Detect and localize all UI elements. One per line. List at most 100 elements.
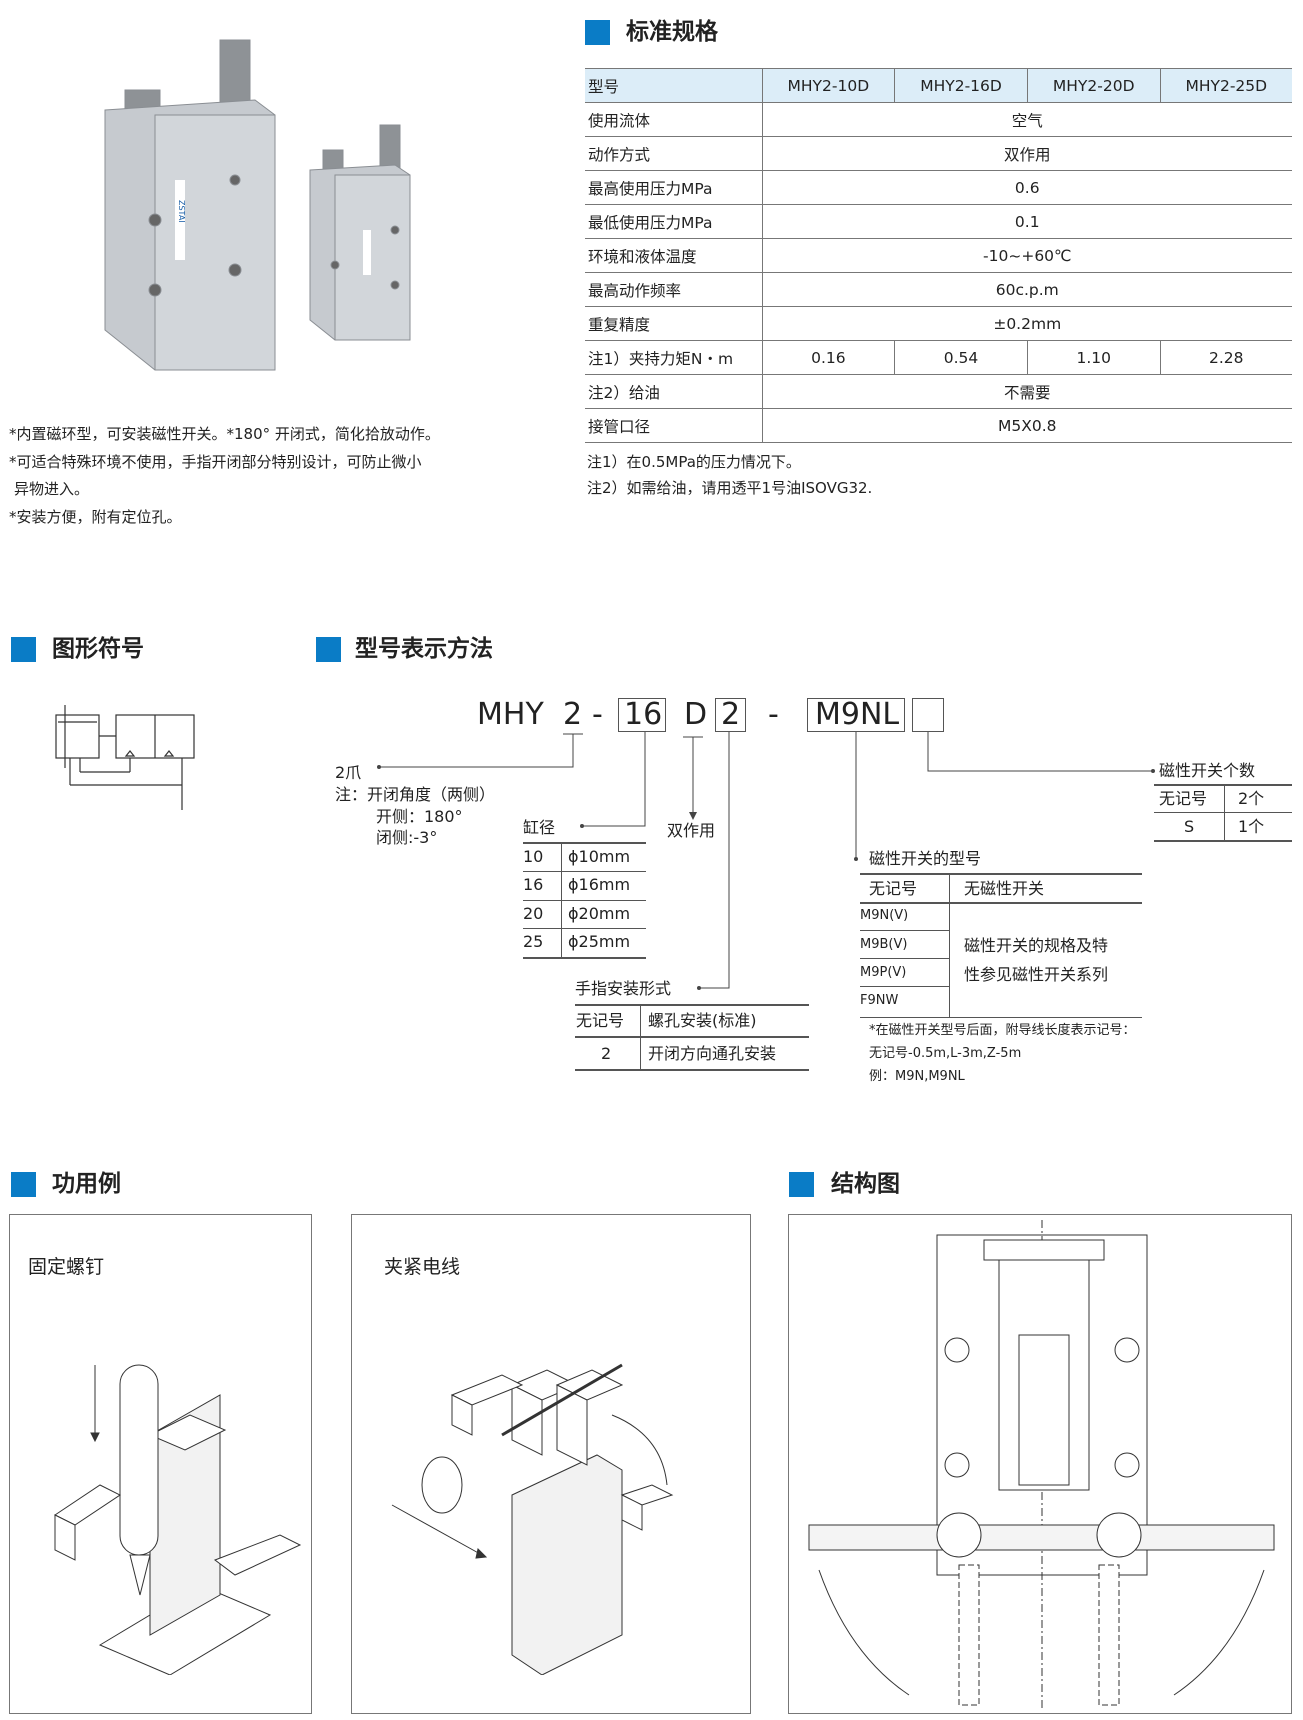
row-label: 重复精度: [585, 306, 763, 341]
row-value: 0.16: [762, 340, 896, 375]
switch-note: 无记号-0.5m,L-3m,Z-5m: [869, 1046, 1022, 1061]
usage-title: 功用例: [52, 1171, 121, 1197]
code-jaws: 2: [563, 697, 583, 732]
row-label: 注2）给油: [585, 374, 763, 409]
section-marker: [789, 1172, 814, 1197]
row-value: 双作用: [762, 136, 1292, 171]
bore-size: ϕ16mm: [568, 875, 631, 894]
row-label: 最低使用压力MPa: [585, 204, 763, 239]
count-code: 无记号: [1159, 789, 1208, 808]
code-dash: -: [592, 697, 603, 732]
code-switch: M9NL: [815, 697, 900, 732]
bore-code: 10: [523, 847, 544, 866]
code-bore-box: [618, 698, 666, 732]
structure-diagram: [788, 1214, 1292, 1714]
row-label: 使用流体: [585, 102, 763, 137]
table-row: 使用流体空气: [585, 102, 1292, 137]
switch-none-desc: 无磁性开关: [964, 879, 1045, 898]
feature-4: *安装方便，附有定位孔。: [9, 508, 182, 526]
example-label: 固定螺钉: [28, 1256, 105, 1278]
brand-label: ZSTAI: [177, 200, 186, 223]
code-prefix: MHY: [477, 697, 544, 732]
jaws-label: 2爪: [335, 763, 362, 782]
wire-clamping-illustration: [391, 1363, 674, 1675]
feature-2: *可适合特殊环境不使用，手指开闭部分特别设计，可防止微小: [9, 453, 422, 471]
jaws-note: 注：开闭角度（两侧）: [335, 785, 496, 804]
switch-model: F9NW: [860, 993, 899, 1008]
product-photo: ZSTAI: [104, 39, 411, 371]
feature-3: 异物进入。: [14, 480, 90, 498]
spec-note-2: 注2）如需给油，请用透平1号油ISOVG32.: [587, 479, 873, 497]
row-label: 注1）夹持力矩N・m: [585, 340, 763, 375]
usage-example-screw: 固定螺钉: [9, 1214, 312, 1714]
switch-desc: 性参见磁性开关系列: [964, 965, 1109, 984]
row-label: 动作方式: [585, 136, 763, 171]
row-label: 最高动作频率: [585, 272, 763, 307]
pneumatic-symbol: [55, 705, 195, 810]
switch-model: M9B(V): [860, 937, 908, 952]
screw-fixing-illustration: [54, 1364, 302, 1675]
section-marker: [11, 1172, 36, 1197]
mount-code: 无记号: [576, 1011, 625, 1030]
mounting-title: 手指安装形式: [575, 979, 672, 998]
row-value: M5X0.8: [762, 408, 1292, 443]
row-label: 环境和液体温度: [585, 238, 763, 273]
row-value: 1.10: [1027, 340, 1161, 375]
code-mount-box: [715, 698, 746, 732]
switch-title: 磁性开关的型号: [869, 849, 982, 868]
jaws-close: 闭侧:-3°: [376, 828, 438, 847]
count-code: S: [1184, 817, 1195, 836]
row-value: -10~+60℃: [762, 238, 1292, 273]
table-row: 环境和液体温度-10~+60℃: [585, 238, 1292, 273]
spec-table: 型号 MHY2-10D MHY2-16D MHY2-20D MHY2-25D 使…: [585, 68, 1292, 443]
code-dash: -: [768, 697, 779, 732]
row-value: 0.6: [762, 170, 1292, 205]
mount-code: 2: [601, 1044, 612, 1063]
row-value: 0.54: [894, 340, 1028, 375]
switch-desc: 磁性开关的规格及特: [964, 936, 1109, 955]
bore-size: ϕ10mm: [568, 847, 631, 866]
table-row: 注2）给油不需要: [585, 374, 1292, 409]
row-value: 0.1: [762, 204, 1292, 239]
count-value: 1个: [1238, 817, 1265, 836]
count-value: 2个: [1238, 789, 1265, 808]
bore-title: 缸径: [523, 818, 556, 837]
jaws-open: 开侧：180°: [376, 807, 463, 826]
table-header-row: 型号 MHY2-10D MHY2-16D MHY2-20D MHY2-25D: [585, 68, 1292, 103]
code-action: D: [684, 697, 708, 732]
header-label: 型号: [585, 68, 763, 103]
bore-code: 20: [523, 904, 544, 923]
spec-title: 标准规格: [626, 19, 718, 45]
row-value: 2.28: [1160, 340, 1292, 375]
spec-note-1: 注1）在0.5MPa的压力情况下。: [587, 453, 801, 471]
structure-drawing: [808, 1220, 1275, 1710]
count-title: 磁性开关个数: [1159, 761, 1256, 780]
action-label: 双作用: [667, 821, 716, 840]
table-row: 动作方式双作用: [585, 136, 1292, 171]
model-col: MHY2-10D: [762, 68, 896, 103]
feature-1: *内置磁环型，可安装磁性开关。*180° 开闭式，简化拾放动作。: [9, 425, 440, 443]
connector-lines: [377, 732, 1155, 990]
row-value: 空气: [762, 102, 1292, 137]
row-value: 60c.p.m: [762, 272, 1292, 307]
code-bore: 16: [624, 697, 663, 732]
bore-size: ϕ25mm: [568, 932, 631, 951]
row-label: 接管口径: [585, 408, 763, 443]
mount-desc: 螺孔安装(标准): [648, 1011, 757, 1030]
usage-example-wire: 夹紧电线: [351, 1214, 751, 1714]
section-marker: [11, 637, 36, 662]
bore-size: ϕ20mm: [568, 904, 631, 923]
switch-note: 例：M9N,M9NL: [869, 1069, 965, 1084]
ordering-title: 型号表示方法: [355, 636, 493, 662]
model-col: MHY2-25D: [1160, 68, 1292, 103]
switch-note: *在磁性开关型号后面，附导线长度表示记号：: [869, 1023, 1136, 1038]
row-value: ±0.2mm: [762, 306, 1292, 341]
code-mount: 2: [721, 697, 741, 732]
code-switch-box: [807, 698, 905, 732]
structure-title: 结构图: [831, 1171, 900, 1197]
switch-model: M9P(V): [860, 965, 907, 980]
